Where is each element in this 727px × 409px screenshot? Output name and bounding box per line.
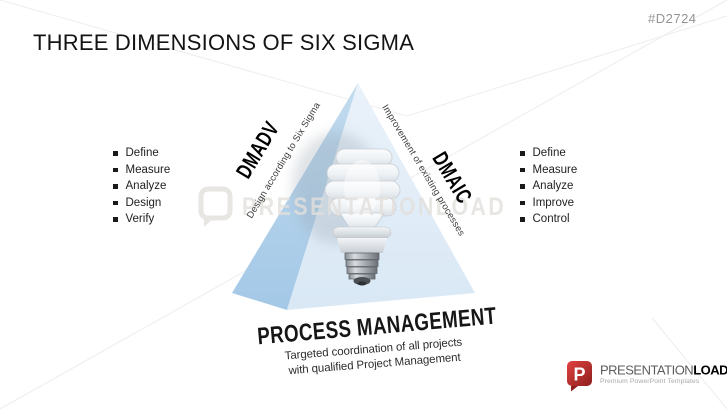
- list-item: Verify: [113, 211, 170, 228]
- logo-brand-regular: PRESENTATION: [600, 362, 694, 378]
- list-item-label: Verify: [125, 213, 155, 226]
- list-item: Control: [520, 211, 577, 228]
- bullet-icon: [113, 217, 118, 222]
- list-item-label: Improve: [532, 196, 575, 209]
- logo-brand-bold: LOAD: [693, 362, 727, 378]
- lightbulb-icon: [292, 132, 401, 286]
- dmaic-bullet-list: Define Measure Analyze Improve Control: [520, 145, 577, 228]
- presentationload-logo: P PRESENTATIONLOAD® Premium PowerPoint T…: [566, 360, 727, 392]
- list-item-label: Control: [532, 213, 570, 226]
- bullet-icon: [113, 200, 118, 205]
- logo-tagline: Premium PowerPoint Templates: [600, 377, 700, 385]
- list-item-label: Measure: [125, 163, 171, 176]
- logo-wordmark: PRESENTATIONLOAD®: [600, 360, 727, 377]
- list-item: Define: [520, 145, 577, 162]
- list-item: Analyze: [113, 178, 170, 195]
- bullet-icon: [520, 217, 525, 222]
- list-item: Measure: [520, 162, 577, 179]
- page-title: THREE DIMENSIONS OF SIX SIGMA: [33, 30, 415, 55]
- list-item-label: Design: [125, 196, 162, 209]
- list-item: Define: [113, 145, 170, 162]
- bullet-icon: [113, 151, 118, 156]
- bullet-icon: [113, 184, 118, 189]
- list-item: Analyze: [520, 178, 577, 195]
- bullet-icon: [113, 167, 118, 172]
- list-item: Improve: [520, 195, 577, 212]
- bullet-icon: [520, 151, 525, 156]
- list-item-label: Analyze: [532, 180, 574, 193]
- logo-p-letter: P: [573, 365, 585, 385]
- list-item-label: Measure: [532, 163, 578, 176]
- list-item: Design: [113, 195, 170, 212]
- list-item: Measure: [113, 162, 170, 179]
- list-item-label: Analyze: [125, 180, 167, 193]
- bullet-icon: [520, 184, 525, 189]
- list-item-label: Define: [125, 147, 159, 160]
- bullet-icon: [520, 200, 525, 205]
- bullet-icon: [520, 167, 525, 172]
- slide-code-label: #D2724: [648, 11, 697, 26]
- list-item-label: Define: [532, 147, 566, 160]
- logo-p-icon: P: [567, 361, 592, 392]
- dmadv-bullet-list: Define Measure Analyze Design Verify: [113, 145, 170, 228]
